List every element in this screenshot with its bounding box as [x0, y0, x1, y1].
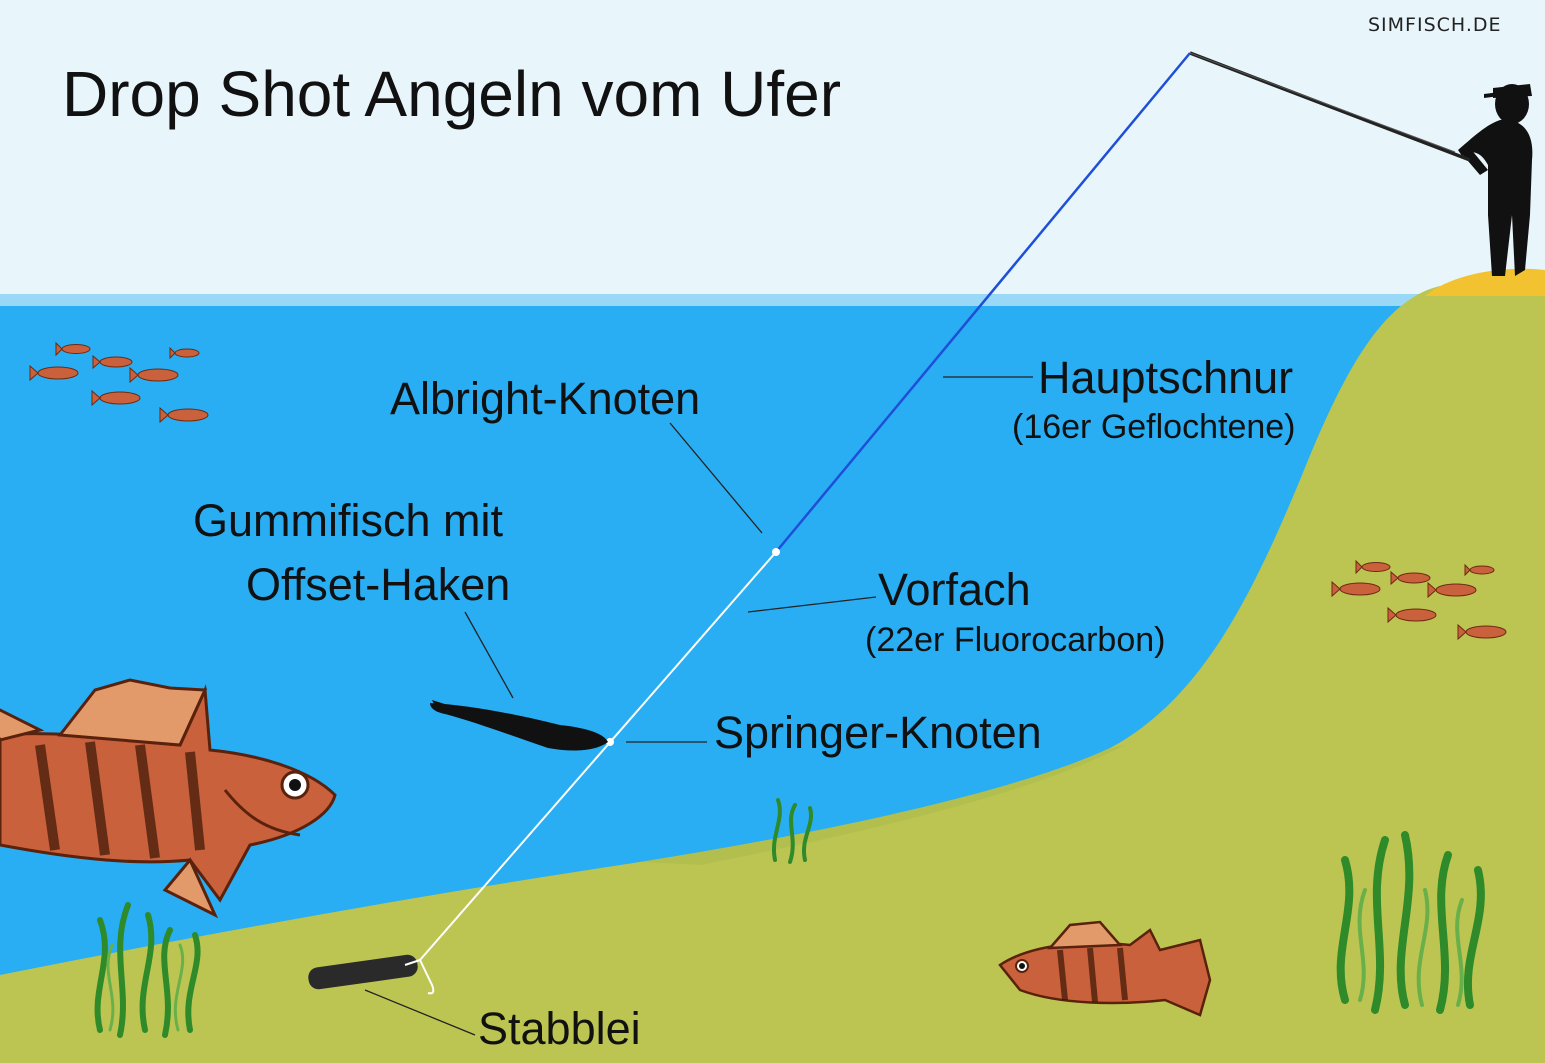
label-main-line-detail: (16er Geflochtene)	[1012, 410, 1296, 444]
label-main-line: Hauptschnur	[1038, 355, 1293, 400]
label-leader-detail: (22er Fluorocarbon)	[865, 623, 1165, 657]
site-watermark: SIMFISCH.DE	[1368, 16, 1502, 35]
label-soft-bait-line2: Offset-Haken	[246, 562, 510, 607]
label-soft-bait-line1: Gummifisch mit	[193, 498, 503, 543]
label-springer-knot: Springer-Knoten	[714, 710, 1042, 755]
sky	[0, 0, 1545, 300]
label-leader: Vorfach	[878, 567, 1031, 612]
page-title: Drop Shot Angeln vom Ufer	[62, 62, 841, 126]
albright-knot-marker	[772, 548, 780, 556]
water-surface	[0, 294, 1545, 306]
label-sinker: Stabblei	[478, 1006, 641, 1051]
label-albright-knot: Albright-Knoten	[390, 376, 700, 421]
